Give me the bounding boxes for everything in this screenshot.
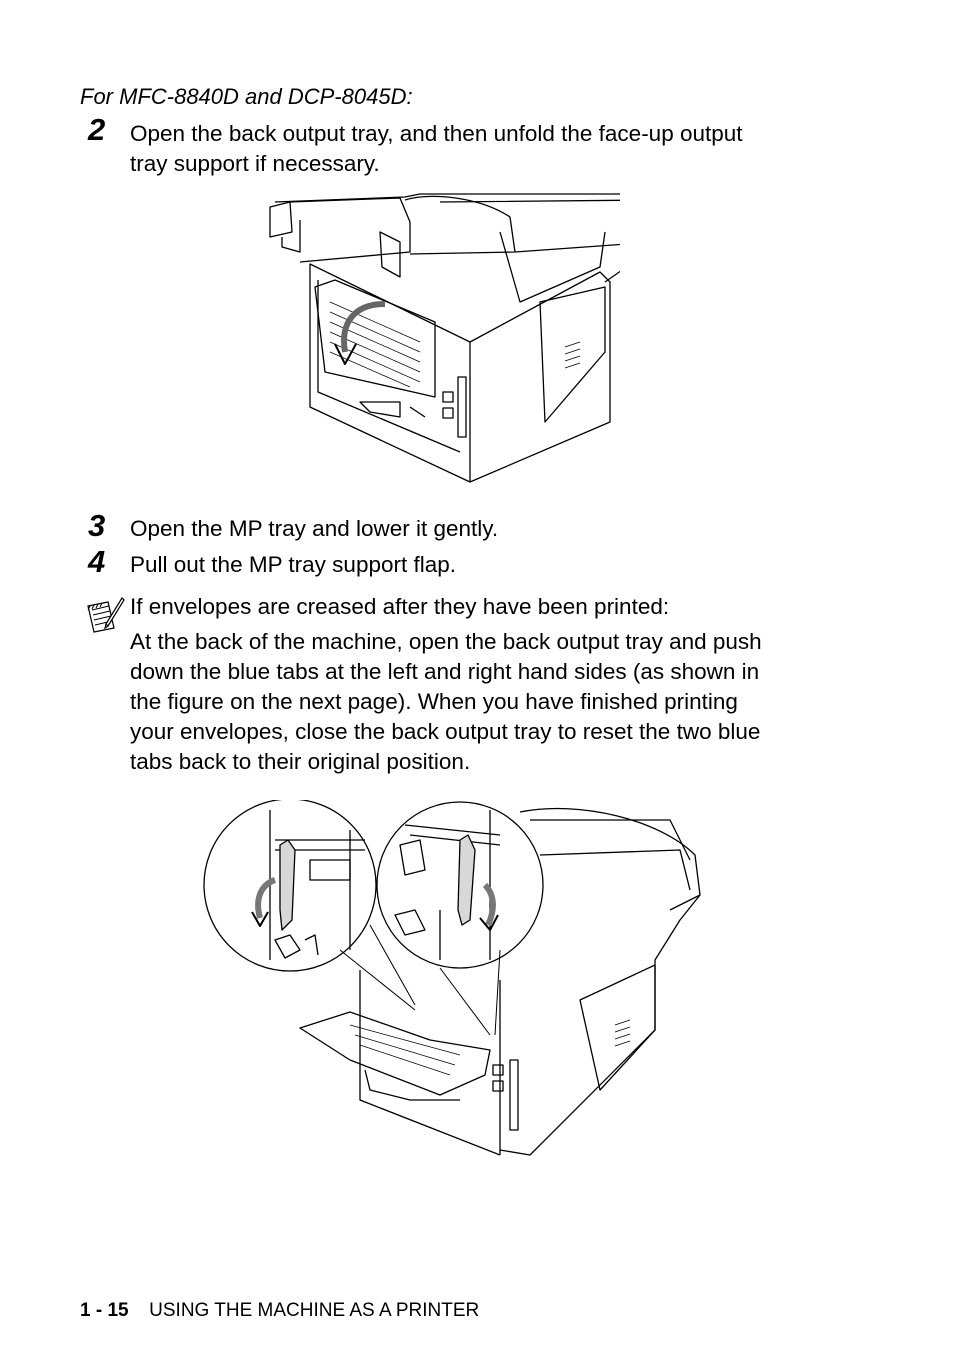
note-line-1: At the back of the machine, open the bac… [130,629,762,654]
note-line-3: the figure on the next page). When you h… [130,689,738,714]
note-lead-text: If envelopes are creased after they have… [130,594,670,619]
step-3-text: Open the MP tray and lower it gently. [130,516,499,541]
step-2-text: Open the back output tray, and then unfo… [130,119,743,179]
section-title: USING THE MACHINE AS A PRINTER [149,1300,480,1321]
printer-back-output-tray-illustration [269,193,620,483]
step-2-line-2: tray support if necessary. [130,151,380,176]
page-footer: 1 - 15 USING THE MACHINE AS A PRINTER [80,1300,479,1322]
page-number: 1 - 15 [80,1300,129,1321]
note-line-2: down the blue tabs at the left and right… [130,659,760,684]
section-subheading: For MFC-8840D and DCP-8045D: [80,84,413,109]
note-line-4: your envelopes, close the back output tr… [130,719,761,744]
note-body: At the back of the machine, open the bac… [130,627,762,777]
step-number-4: 4 [88,544,106,579]
step-number-3: 3 [88,508,106,543]
note-pad-icon [87,597,125,633]
step-2-line-1: Open the back output tray, and then unfo… [130,121,743,146]
note-line-5: tabs back to their original position. [130,749,471,774]
step-number-2: 2 [88,112,106,147]
blue-tabs-illustration [203,800,701,1156]
step-4-text: Pull out the MP tray support flap. [130,552,457,577]
